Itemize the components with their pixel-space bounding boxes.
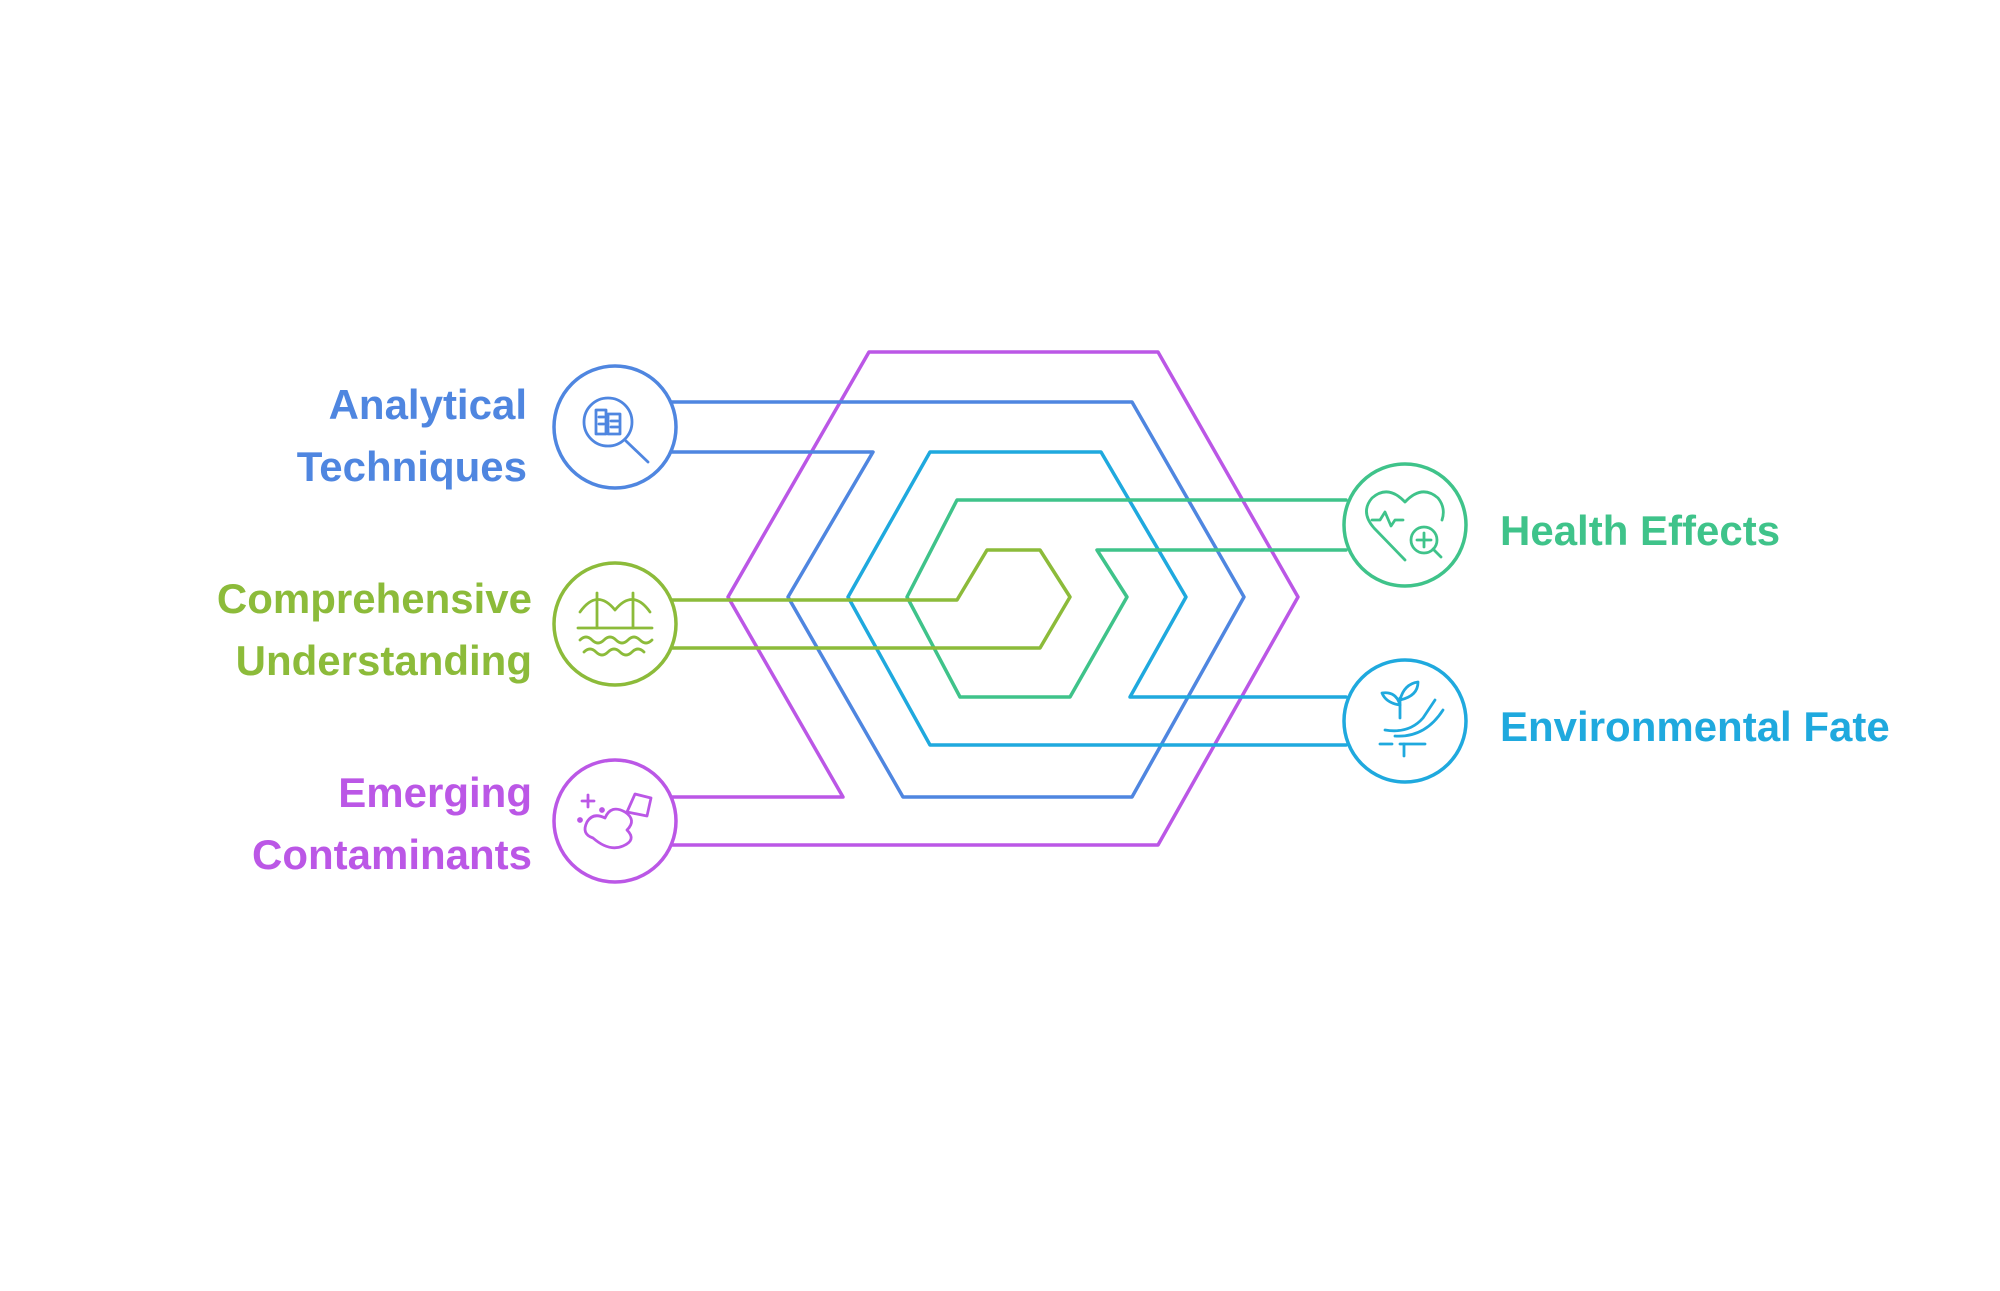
analytical-label-line-2: Techniques <box>296 443 527 490</box>
analytical-label: Analytical Techniques <box>297 374 527 498</box>
analytical-connector <box>666 400 1246 799</box>
health-label-line-1: Health Effects <box>1500 507 1781 554</box>
emerging-label: Emerging Contaminants <box>252 762 532 886</box>
document-magnifier-icon <box>582 396 650 464</box>
comprehensive-label-line-2: Understanding <box>235 637 532 684</box>
health-label: Health Effects <box>1500 500 1780 562</box>
plant-hand-icon <box>1378 680 1445 758</box>
comprehensive-connector <box>666 548 1072 650</box>
spill-icon <box>577 792 653 850</box>
heart-health-icon <box>1365 490 1445 562</box>
bridge-icon <box>576 591 654 657</box>
environmental-label-line-1: Environmental Fate <box>1500 703 1890 750</box>
emerging-label-line-2: Contaminants <box>251 831 532 878</box>
health-node <box>1342 462 1468 588</box>
emerging-connector <box>666 350 1300 847</box>
emerging-label-line-1: Emerging <box>338 769 532 816</box>
comprehensive-node <box>552 561 678 687</box>
health-connector <box>905 498 1348 699</box>
environmental-node <box>1342 658 1468 784</box>
analytical-label-line-1: Analytical <box>328 381 527 428</box>
environmental-connector <box>846 450 1348 747</box>
emerging-node <box>552 758 678 884</box>
comprehensive-label-line-1: Comprehensive <box>216 575 532 622</box>
comprehensive-label: Comprehensive Understanding <box>217 568 532 692</box>
environmental-label: Environmental Fate <box>1500 696 1890 758</box>
